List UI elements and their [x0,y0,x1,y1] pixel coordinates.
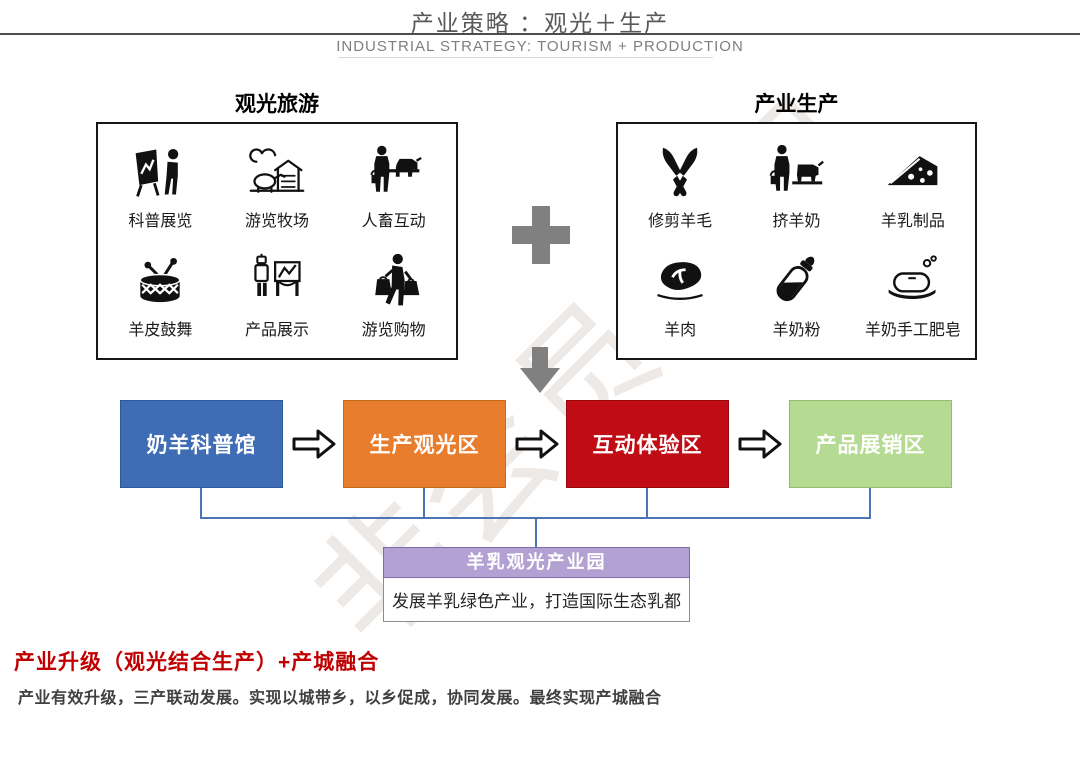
tourism-item-label: 产品展示 [244,322,309,339]
connector-line [535,517,537,547]
tourism-group-title: 观光旅游 [235,93,319,116]
product-display-icon [247,251,307,311]
page-subtitle: INDUSTRIAL STRATEGY: TOURISM + PRODUCTIO… [336,38,744,55]
production-panel: 修剪羊毛 挤羊奶 羊乳制品 羊肉 羊奶粉 羊奶手工肥皂 [616,122,977,360]
farm-tour-icon [247,142,307,202]
production-item-label: 羊奶粉 [772,322,821,339]
flow-step-interactive-experience: 互动体验区 [566,400,729,488]
subtitle-underline [338,57,713,58]
right-arrow-icon [514,425,560,463]
production-item-label: 羊肉 [664,322,697,339]
right-arrow-icon [291,425,337,463]
production-item-label: 羊乳制品 [880,213,945,230]
flow-step-product-exhibition: 产品展销区 [789,400,952,488]
summary-heading: 产业升级（观光结合生产）+产城融合 [14,651,380,674]
tourism-item-label: 科普展览 [128,213,193,230]
production-item: 羊肉 [622,241,738,350]
mutton-icon [650,251,710,311]
header-divider [0,33,1080,35]
summary-body: 产业有效升级，三产联动发展。实现以城带乡，以乡促成，协同发展。最终实现产城融合 [18,690,662,707]
cheese-icon [883,142,943,202]
production-item-label: 修剪羊毛 [648,213,713,230]
connector-line [869,488,871,517]
production-item: 羊奶手工肥皂 [855,241,971,350]
milking-icon [766,142,826,202]
page-title: 产业策略 ：观光＋生产 [410,10,670,36]
industry-park-description: 发展羊乳绿色产业，打造国际生态乳都 [383,578,690,622]
tourism-item: 产品展示 [219,241,336,350]
connector-line [200,488,202,517]
connector-line [646,488,648,517]
production-group-title: 产业生产 [754,93,839,116]
industry-park-box: 羊乳观光产业园 发展羊乳绿色产业，打造国际生态乳都 [383,547,690,622]
tourism-item: 游览牧场 [219,132,336,241]
down-arrow-icon [518,347,562,393]
production-item: 挤羊奶 [738,132,854,241]
shopping-icon [364,251,424,311]
tourism-item: 羊皮鼓舞 [102,241,219,350]
wool-shears-icon [650,142,710,202]
connector-line [423,488,425,517]
tourism-item-label: 人畜互动 [361,213,426,230]
tourism-item-label: 游览购物 [361,322,426,339]
industry-park-title: 羊乳观光产业园 [383,547,690,578]
production-item: 羊乳制品 [855,132,971,241]
production-item: 修剪羊毛 [622,132,738,241]
production-item: 羊奶粉 [738,241,854,350]
flow-step-science-hall: 奶羊科普馆 [120,400,283,488]
tourism-item-label: 羊皮鼓舞 [128,322,193,339]
flow-step-production-viewing: 生产观光区 [343,400,506,488]
tourism-item-label: 游览牧场 [244,213,309,230]
tourism-item: 科普展览 [102,132,219,241]
right-arrow-icon [737,425,783,463]
soap-icon [883,251,943,311]
production-item-label: 挤羊奶 [772,213,821,230]
production-item-label: 羊奶手工肥皂 [864,322,961,339]
milk-bottle-icon [766,251,826,311]
sheepskin-drum-icon [130,251,190,311]
plus-icon [532,206,550,264]
tourism-panel: 科普展览 游览牧场 人畜互动 羊皮鼓舞 产品展示 游览购物 [96,122,458,360]
human-animal-icon [364,142,424,202]
exhibit-viewer-icon [130,142,190,202]
tourism-item: 人畜互动 [335,132,452,241]
tourism-item: 游览购物 [335,241,452,350]
